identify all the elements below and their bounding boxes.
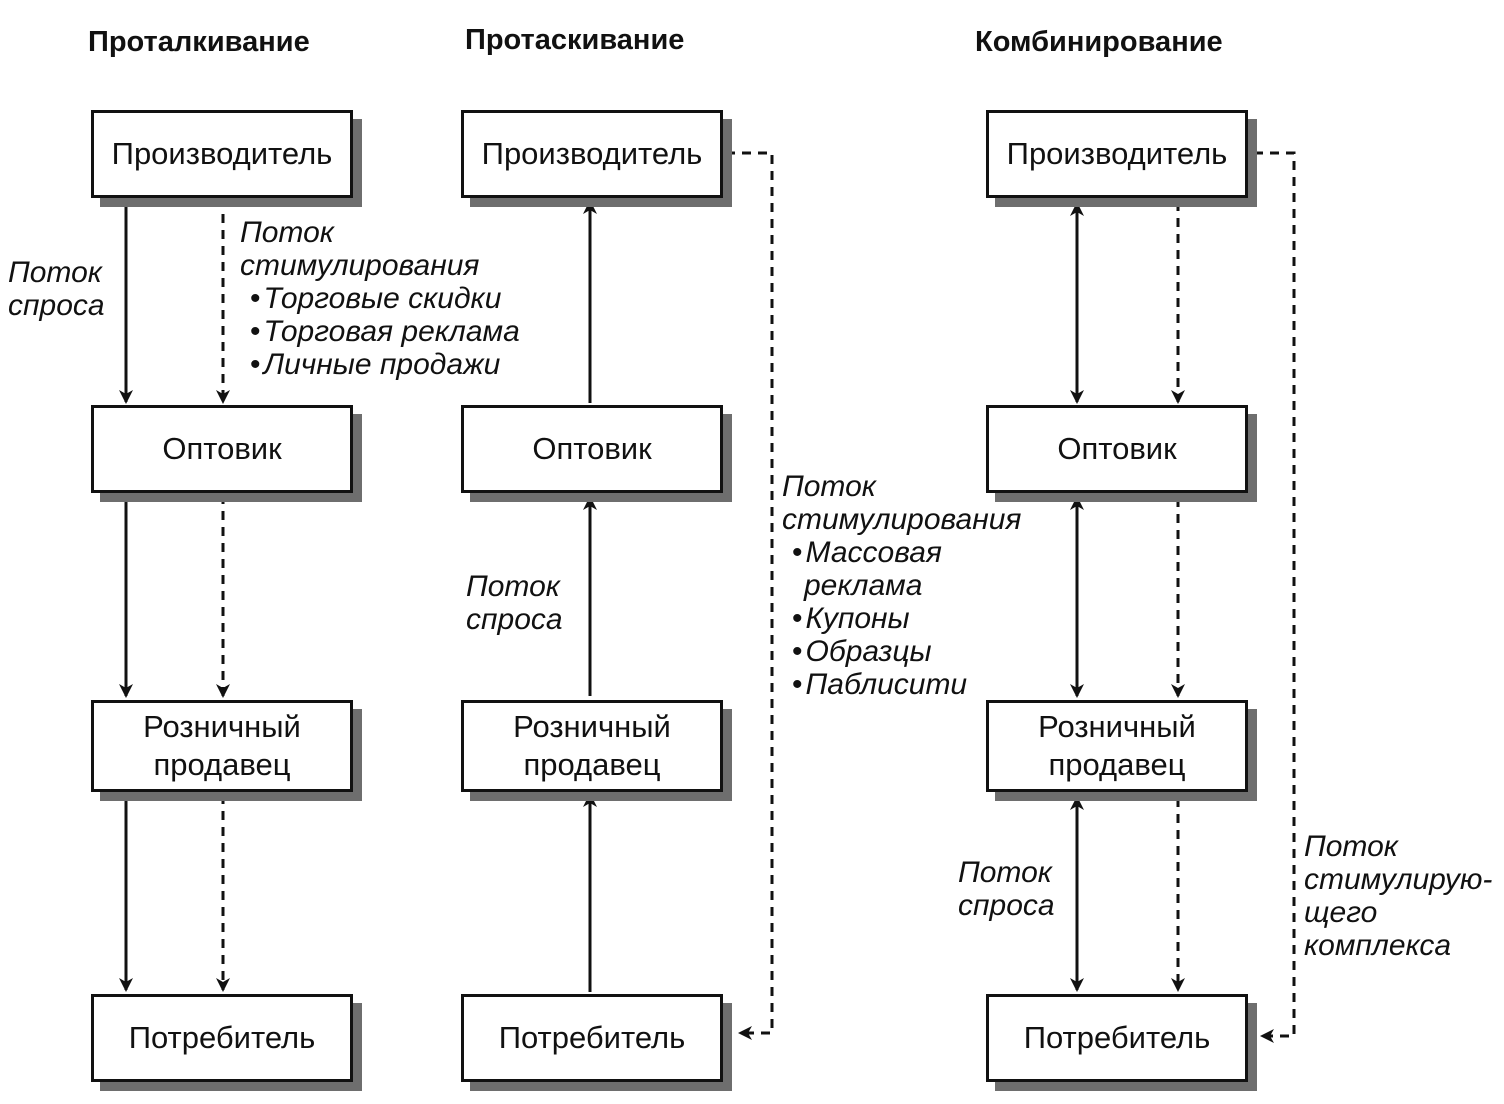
combo-box-consumer: Потребитель bbox=[986, 994, 1248, 1082]
combo-title: Комбинирование bbox=[975, 26, 1223, 58]
combo-box-wholesaler: Оптовик bbox=[986, 405, 1248, 493]
combo-promo-path bbox=[1254, 151, 1296, 1043]
pull-box-retailer: Розничный продавец bbox=[461, 700, 723, 792]
push-box-consumer: Потребитель bbox=[91, 994, 353, 1082]
push-box-wholesaler: Оптовик bbox=[91, 405, 353, 493]
combo-box-producer: Производитель bbox=[986, 110, 1248, 198]
pull-title: Протаскивание bbox=[465, 24, 685, 56]
combo-box-retailer: Розничный продавец bbox=[986, 700, 1248, 792]
pull-box-wholesaler: Оптовик bbox=[461, 405, 723, 493]
pull-promo-path bbox=[726, 151, 774, 1040]
push-promo-label: Поток стимулирования Торговые скидки Тор… bbox=[240, 216, 520, 381]
pull-demand-label: Поток спроса bbox=[466, 570, 563, 636]
combo-promo-label: Поток стимулирую- щего комплекса bbox=[1304, 830, 1493, 962]
pull-box-producer: Производитель bbox=[461, 110, 723, 198]
combo-demand-label: Поток спроса bbox=[958, 856, 1055, 922]
push-demand-label: Поток спроса bbox=[8, 256, 105, 322]
pull-promo-label: Поток стимулирования Массовая реклама Ку… bbox=[782, 470, 1021, 701]
push-box-producer: Производитель bbox=[91, 110, 353, 198]
push-box-retailer: Розничный продавец bbox=[91, 700, 353, 792]
push-title: Проталкивание bbox=[88, 26, 310, 58]
pull-box-consumer: Потребитель bbox=[461, 994, 723, 1082]
